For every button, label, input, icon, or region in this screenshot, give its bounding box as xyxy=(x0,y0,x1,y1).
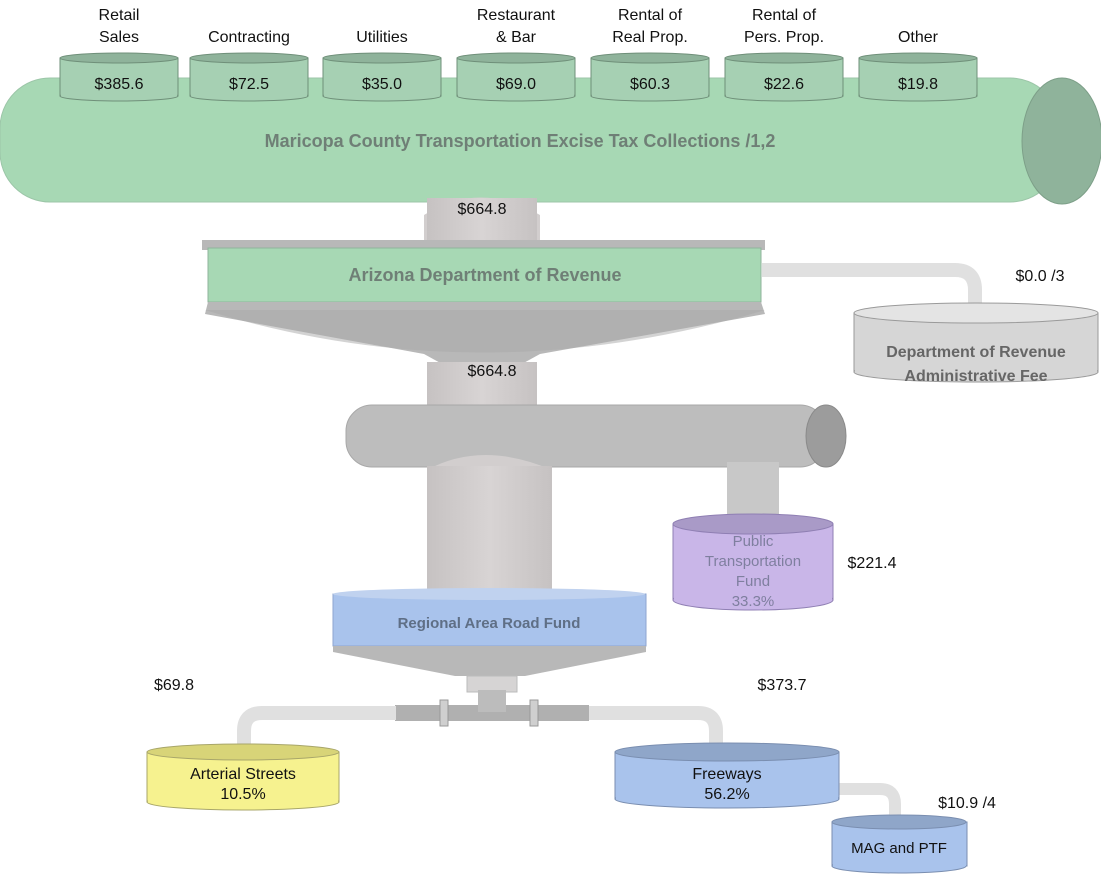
rarf-t-pipe xyxy=(395,690,589,727)
adr-funnel xyxy=(202,240,765,365)
admin-fee-amount: $0.0 /3 xyxy=(1016,268,1065,285)
admin-fee-connector xyxy=(762,263,982,306)
mag-label: MAG and PTF xyxy=(851,840,947,857)
category-cylinders xyxy=(59,52,978,102)
category-amount-3: $69.0 xyxy=(496,76,536,93)
category-amount-6: $19.8 xyxy=(898,76,938,93)
category-cylinder-1 xyxy=(189,52,309,102)
category-label-3-0: Restaurant xyxy=(477,7,556,24)
flow-pipe-2 xyxy=(345,362,847,598)
category-label-0-1: Sales xyxy=(99,29,139,46)
category-amount-2: $35.0 xyxy=(362,76,402,93)
category-cylinder-5 xyxy=(724,52,844,102)
category-cylinder-4 xyxy=(590,52,710,102)
category-cylinder-6 xyxy=(858,52,978,102)
category-amount-5: $22.6 xyxy=(764,76,804,93)
main-pipe-label: Maricopa County Transportation Excise Ta… xyxy=(265,131,776,151)
rarf-label: Regional Area Road Fund xyxy=(398,615,581,632)
category-cylinder-2 xyxy=(322,52,442,102)
category-label-3-1: & Bar xyxy=(496,29,537,46)
main-pipe xyxy=(0,77,1101,205)
mag-amount: $10.9 /4 xyxy=(938,795,996,812)
freeways-cylinder xyxy=(614,742,840,809)
rarf-funnel xyxy=(332,588,647,693)
category-cylinder-3 xyxy=(456,52,576,102)
ptf-amount: $221.4 xyxy=(848,555,897,572)
freeways-amount: $373.7 xyxy=(758,677,807,694)
category-label-4-0: Rental of xyxy=(618,7,683,24)
category-label-0-0: Retail xyxy=(99,7,140,24)
ptf-cylinder xyxy=(672,513,834,611)
ptf-line1: Public xyxy=(733,533,774,550)
admin-fee-cylinder xyxy=(853,302,1099,383)
arterial-cylinder xyxy=(146,743,340,811)
ptf-line4: 33.3% xyxy=(732,593,775,610)
category-amount-0: $385.6 xyxy=(95,76,144,93)
arterial-amount: $69.8 xyxy=(154,677,194,694)
ptf-line2: Transportation xyxy=(705,553,801,570)
category-label-2-0: Utilities xyxy=(356,29,408,46)
adr-label: Arizona Department of Revenue xyxy=(348,265,621,285)
admin-fee-label-2: Administrative Fee xyxy=(904,368,1047,385)
category-label-1-0: Contracting xyxy=(208,29,290,46)
admin-fee-label-1: Department of Revenue xyxy=(886,344,1066,361)
arterial-line2: 10.5% xyxy=(220,786,265,803)
category-amount-4: $60.3 xyxy=(630,76,670,93)
category-label-4-1: Real Prop. xyxy=(612,29,688,46)
category-label-6-0: Other xyxy=(898,29,939,46)
mag-connector xyxy=(838,783,901,820)
category-cylinder-0 xyxy=(59,52,179,102)
freeways-connector xyxy=(589,706,723,752)
arterial-connector xyxy=(237,706,396,750)
category-label-5-1: Pers. Prop. xyxy=(744,29,824,46)
flow-total-2: $664.8 xyxy=(468,363,517,380)
flow-total-1: $664.8 xyxy=(458,201,507,218)
category-label-5-0: Rental of xyxy=(752,7,817,24)
ptf-line3: Fund xyxy=(736,573,770,590)
freeways-line1: Freeways xyxy=(692,766,761,783)
flow-pipe-1 xyxy=(424,197,540,243)
arterial-line1: Arterial Streets xyxy=(190,766,296,783)
mag-cylinder xyxy=(831,814,968,874)
category-amount-1: $72.5 xyxy=(229,76,269,93)
freeways-line2: 56.2% xyxy=(704,786,749,803)
